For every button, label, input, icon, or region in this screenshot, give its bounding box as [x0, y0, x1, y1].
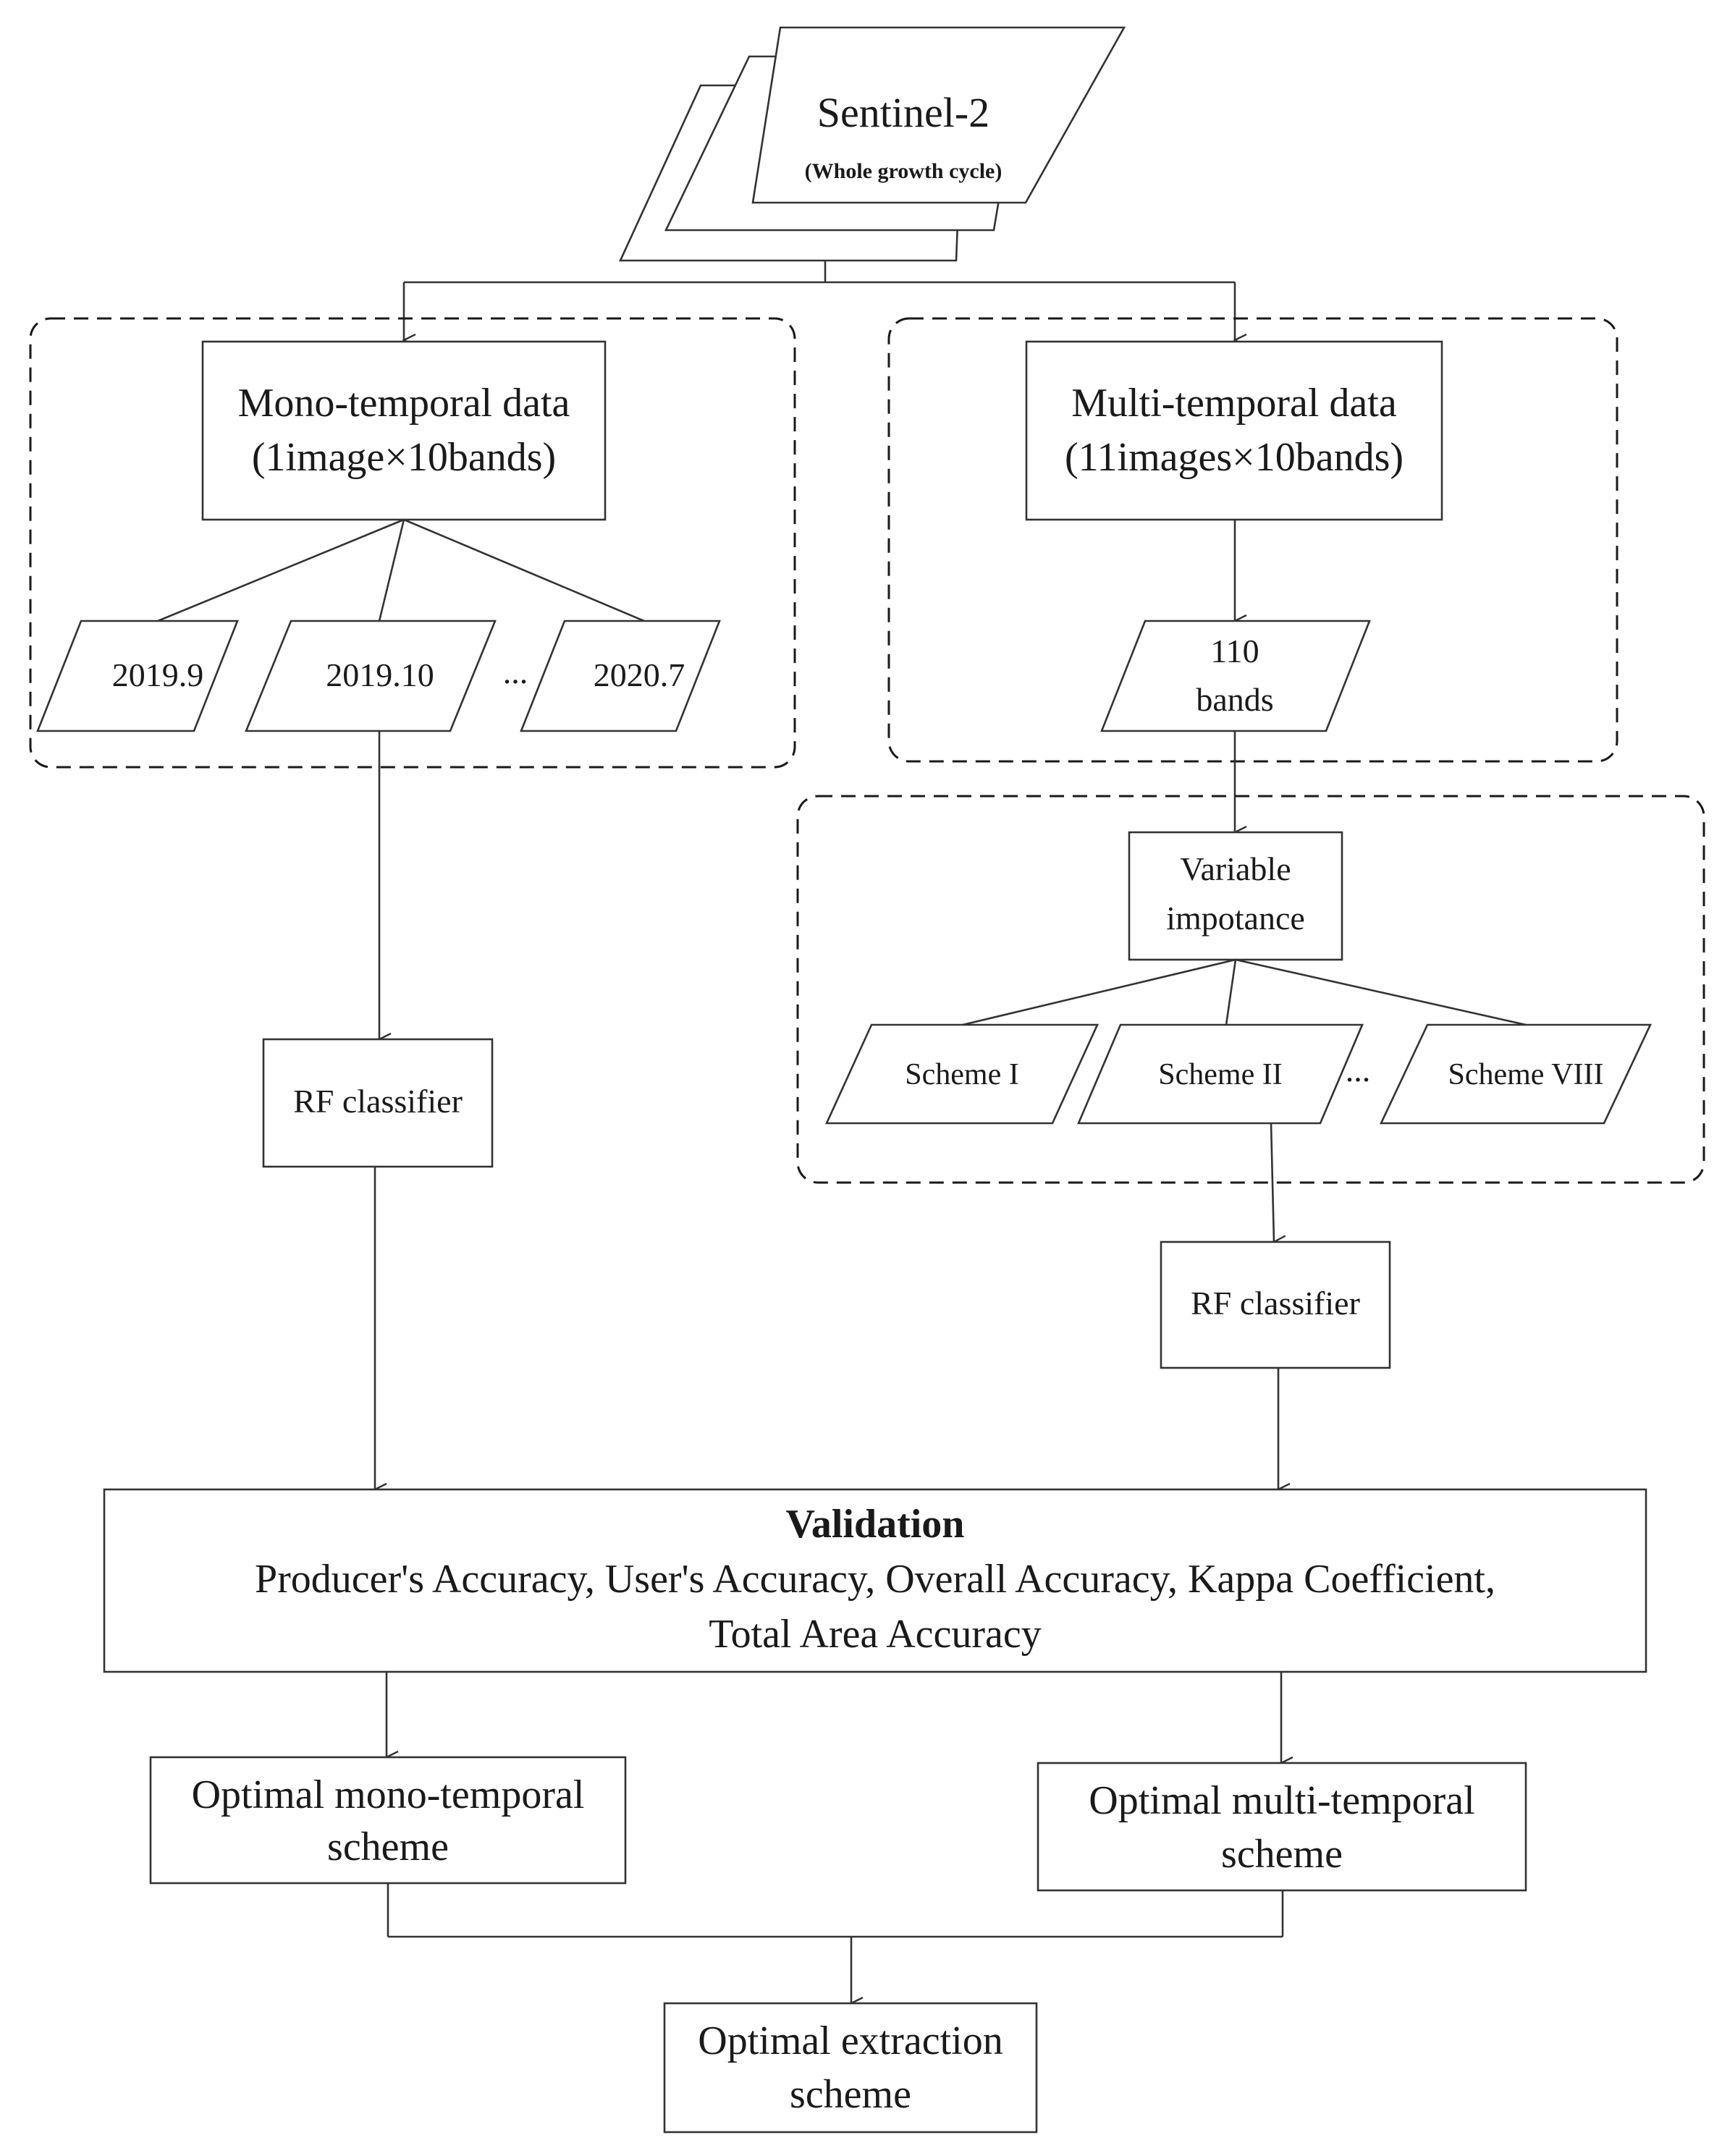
sentinel-layer-top — [751, 26, 1126, 204]
mono-detail: (1image×10bands) — [252, 435, 556, 480]
optimal-multi-line1: Optimal multi-temporal — [1089, 1778, 1474, 1823]
optimal-multi-temporal-box: Optimal multi-temporal scheme — [1037, 1762, 1527, 1892]
importance-line2: impotance — [1166, 900, 1305, 937]
sentinel-subtitle: (Whole growth cycle) — [805, 159, 1003, 183]
multi-title: Multi-temporal data — [1071, 381, 1397, 426]
bands-count: 110 — [1210, 633, 1259, 669]
multi-110-bands: 110 bands — [1100, 620, 1371, 732]
mono-classifier-label: RF classifier — [293, 1083, 463, 1120]
scheme-label: Scheme II — [1158, 1058, 1282, 1091]
scheme-label: Scheme VIII — [1448, 1058, 1604, 1091]
importance-line1: Variable — [1180, 850, 1291, 887]
optimal-extraction-box: Optimal extraction scheme — [663, 2002, 1038, 2134]
multi-temporal-data-box: Multi-temporal data (11images×10bands) — [1025, 340, 1443, 521]
validation-metrics-line2: Total Area Accuracy — [709, 1612, 1041, 1657]
optimal-merge-connector — [387, 1883, 1284, 2003]
multi-rf-classifier-box: RF classifier — [1160, 1240, 1391, 1369]
validation-metrics-line1: Producer's Accuracy, User's Accuracy, Ov… — [255, 1557, 1495, 1602]
mono-rf-classifier-box: RF classifier — [262, 1038, 494, 1168]
date-label: 2019.10 — [326, 656, 434, 693]
scheme-viii: Scheme VIII — [1379, 1023, 1653, 1125]
multi-detail: (11images×10bands) — [1065, 435, 1404, 480]
scheme-ellipsis: ... — [1346, 1052, 1371, 1088]
optimal-extraction-line1: Optimal extraction — [698, 2018, 1003, 2063]
mono-date-2019-10: 2019.10 — [245, 620, 497, 732]
mono-temporal-data-box: Mono-temporal data (1image×10bands) — [201, 340, 607, 521]
date-label: 2019.9 — [112, 656, 204, 693]
optimal-multi-line2: scheme — [1221, 1832, 1343, 1877]
mono-date-2019-9: 2019.9 — [36, 620, 239, 732]
bands-label: bands — [1196, 681, 1273, 718]
optimal-extraction-line2: scheme — [790, 2072, 911, 2117]
validation-title: Validation — [786, 1502, 965, 1547]
optimal-mono-temporal-box: Optimal mono-temporal scheme — [149, 1756, 627, 1885]
multi-temporal-group — [887, 317, 1618, 763]
mono-title: Mono-temporal data — [238, 381, 570, 426]
scheme-ii: Scheme II — [1077, 1023, 1364, 1125]
mono-date-2020-7: 2020.7 — [520, 620, 721, 732]
optimal-mono-line2: scheme — [327, 1825, 449, 1869]
mono-temporal-group — [29, 317, 796, 769]
scheme-connectors — [962, 958, 1527, 1026]
validation-box: Validation Producer's Accuracy, User's A… — [103, 1488, 1647, 1673]
scheme-to-classifier-arrow — [1270, 1123, 1274, 1242]
variable-importance-group — [796, 795, 1705, 1184]
scheme-i: Scheme I — [824, 1023, 1100, 1125]
variable-importance-box: Variable impotance — [1128, 831, 1343, 961]
multi-classifier-label: RF classifier — [1191, 1285, 1360, 1322]
mono-ellipsis: ... — [503, 654, 528, 690]
optimal-mono-line1: Optimal mono-temporal — [192, 1772, 585, 1817]
sentinel-2-stack: Sentinel-2 (Whole growth cycle) — [618, 26, 1126, 262]
mono-date-connectors — [157, 518, 645, 622]
scheme-label: Scheme I — [905, 1058, 1018, 1091]
date-label: 2020.7 — [594, 656, 685, 693]
sentinel-title: Sentinel-2 — [817, 89, 989, 136]
sentinel-split-connector — [404, 261, 1235, 340]
